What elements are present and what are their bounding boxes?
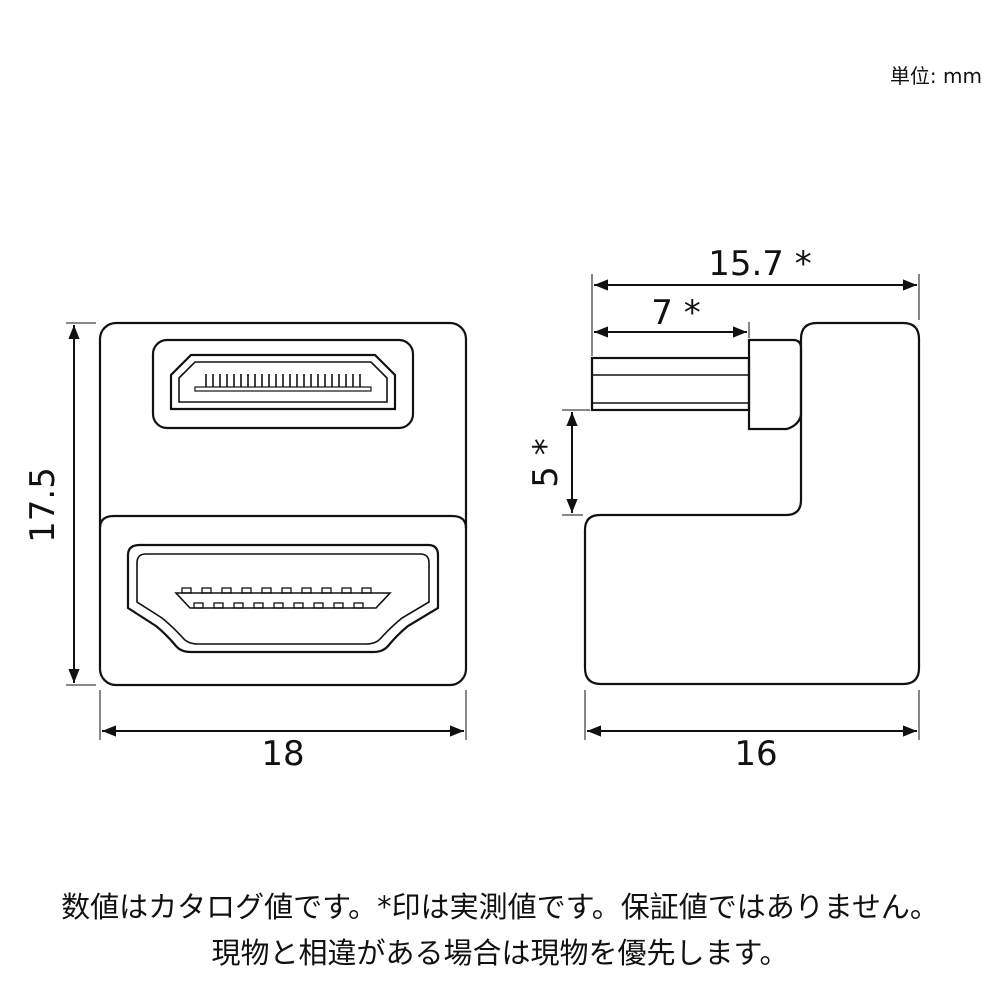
footnote: 数値はカタログ値です。*印は実測値です。保証値ではありません。 現物と相違がある… xyxy=(0,884,1000,976)
side-total-length-label: 15.7 * xyxy=(708,244,812,284)
side-plug-housing xyxy=(747,338,803,431)
front-dimensions xyxy=(66,322,467,740)
front-body-outline xyxy=(98,321,468,687)
side-plug-tongue xyxy=(590,356,751,412)
front-height-label: 17.5 xyxy=(23,467,63,543)
side-offset-label: 5 * xyxy=(526,438,566,487)
side-view xyxy=(583,321,921,686)
hdmi-pins-bottom xyxy=(193,602,364,609)
mini-hdmi-pins xyxy=(205,374,361,387)
side-dimensions xyxy=(562,274,920,740)
side-width-label: 16 xyxy=(734,734,777,774)
footnote-line-2: 現物と相違がある場合は現物を優先します。 xyxy=(211,936,789,970)
hdmi-pins-top xyxy=(181,587,372,594)
unit-label: 単位: mm xyxy=(889,64,982,88)
front-view xyxy=(98,321,468,687)
front-width-label: 18 xyxy=(261,734,304,774)
mini-hdmi-port xyxy=(151,338,415,430)
footnote-line-1: 数値はカタログ値です。*印は実測値です。保証値ではありません。 xyxy=(61,890,939,924)
front-section-divider xyxy=(98,514,468,529)
side-body-outline xyxy=(583,321,921,686)
side-plug-length-label: 7 * xyxy=(651,293,700,333)
hdmi-port xyxy=(126,543,440,654)
